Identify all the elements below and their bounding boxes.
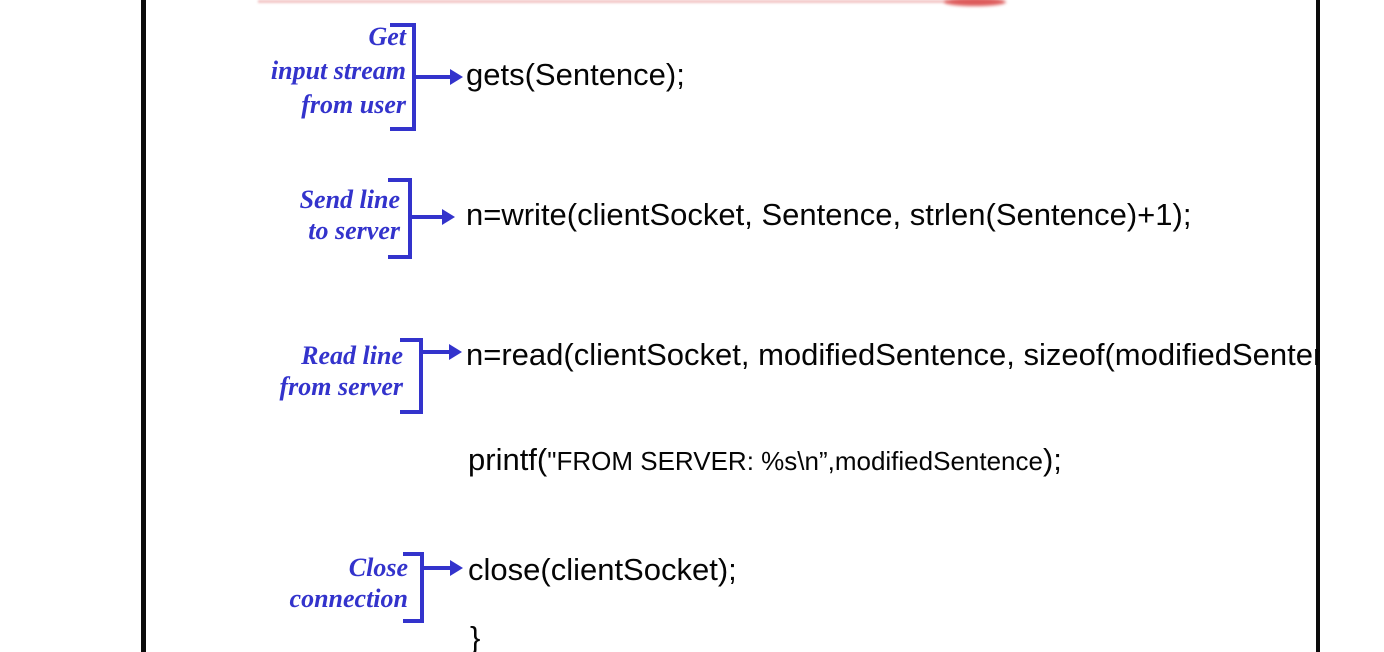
annotation-line: from server [279, 372, 403, 401]
arrow-head-icon [442, 209, 455, 225]
annotation-line: Get [368, 22, 406, 51]
arrow-head-icon [449, 344, 462, 360]
annotation-read-line: Read line from server [150, 340, 403, 402]
annotation-send-line: Send line to server [150, 184, 400, 246]
code-line-write: n=write(clientSocket, Sentence, strlen(S… [466, 197, 1192, 232]
bracket-send-line [388, 178, 412, 259]
arrow-icon [410, 215, 442, 219]
bracket-read-line [400, 338, 423, 414]
annotation-get-input-stream: Get input stream from user [150, 20, 406, 122]
code-printf-suffix: ); [1042, 442, 1062, 477]
annotation-line: Read line [301, 341, 403, 370]
annotation-line: connection [289, 584, 408, 613]
code-line-close: close(clientSocket); [468, 552, 737, 587]
title-underline-remnant [258, 0, 948, 3]
red-marker-swoosh-remnant [944, 0, 1006, 6]
arrow-head-icon [450, 69, 463, 85]
annotation-line: input stream [270, 56, 406, 85]
annotation-line: to server [308, 216, 400, 245]
code-line-read: n=read(clientSocket, modifiedSentence, s… [466, 337, 1320, 372]
bracket-get-input-stream [390, 23, 416, 131]
annotation-line: Send line [299, 185, 400, 214]
arrow-icon [422, 566, 450, 570]
code-line-printf: printf("FROM SERVER: %s\n”,modifiedSente… [468, 442, 1062, 478]
right-border-line [1316, 0, 1320, 652]
left-border-line [141, 0, 146, 652]
code-printf-string: "FROM SERVER: %s\n”,modifiedSentence [547, 446, 1043, 476]
arrow-icon [421, 350, 449, 354]
arrow-icon [414, 75, 450, 79]
arrow-head-icon [450, 560, 463, 576]
bracket-close-connection [403, 552, 424, 623]
annotation-close-connection: Close connection [150, 552, 408, 614]
annotation-line: Close [348, 553, 408, 582]
code-line-gets: gets(Sentence); [466, 57, 685, 92]
code-closing-brace: } [470, 620, 481, 652]
annotation-line: from user [301, 90, 406, 119]
code-printf-prefix: printf( [468, 442, 548, 477]
